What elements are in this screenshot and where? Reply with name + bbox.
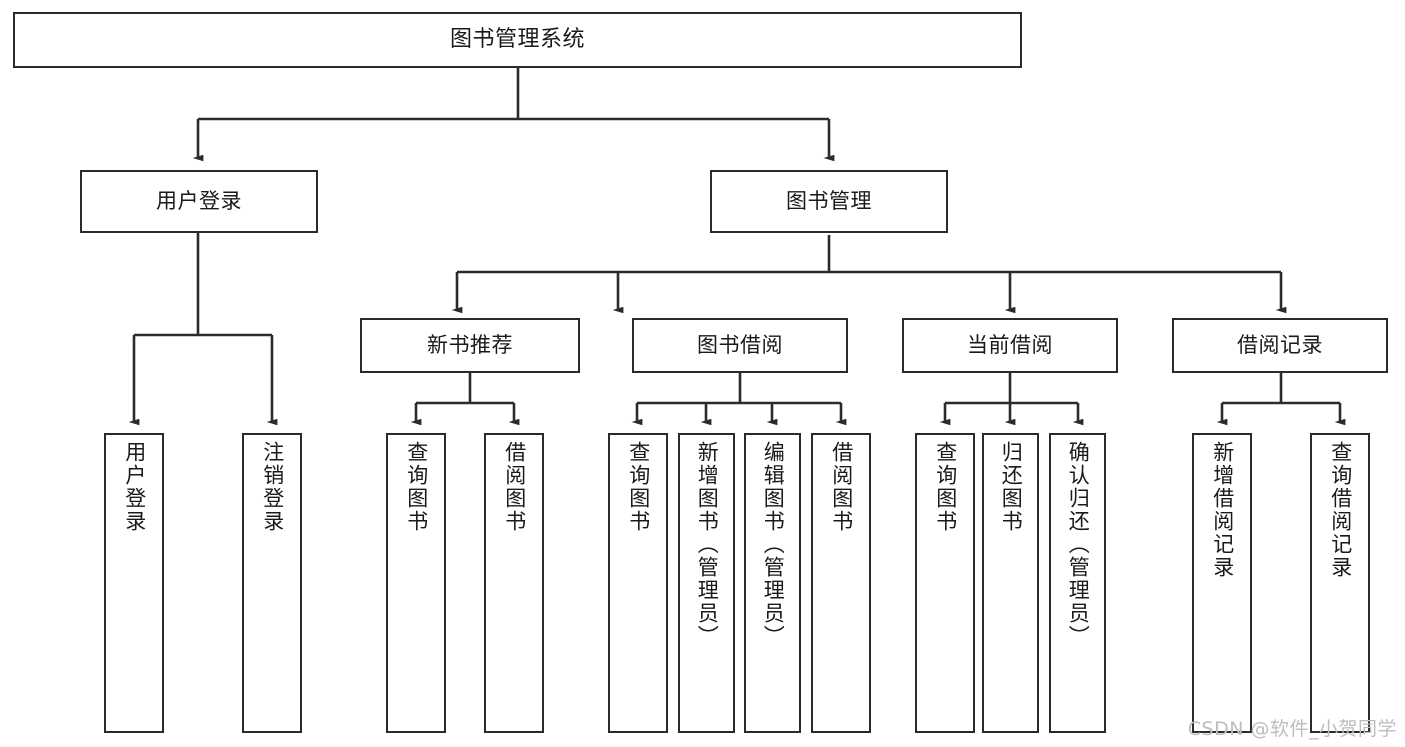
leaf-current-borrow-query-book[interactable]: 查询图书 bbox=[915, 433, 975, 733]
leaf-book-borrow-edit-book-admin[interactable]: 编辑图书（管理员） bbox=[744, 433, 801, 733]
node-label: 图书管理系统 bbox=[449, 26, 585, 52]
node-label: 注销登录 bbox=[260, 441, 285, 533]
node-current-borrow[interactable]: 当前借阅 bbox=[902, 318, 1118, 373]
node-label: 查询图书 bbox=[626, 441, 651, 533]
node-borrow-record[interactable]: 借阅记录 bbox=[1172, 318, 1388, 373]
leaf-user-login-logout[interactable]: 注销登录 bbox=[242, 433, 302, 733]
node-label: 当前借阅 bbox=[967, 332, 1053, 357]
leaf-borrow-record-add-record[interactable]: 新增借阅记录 bbox=[1192, 433, 1252, 733]
node-label: 归还图书 bbox=[999, 441, 1024, 533]
leaf-current-borrow-confirm-return-admin[interactable]: 确认归还（管理员） bbox=[1049, 433, 1106, 733]
node-label: 借阅图书 bbox=[829, 441, 854, 533]
leaf-new-book-borrow-book[interactable]: 借阅图书 bbox=[484, 433, 544, 733]
leaf-book-borrow-query-book[interactable]: 查询图书 bbox=[608, 433, 668, 733]
leaf-borrow-record-query-record[interactable]: 查询借阅记录 bbox=[1310, 433, 1370, 733]
node-label: 新增借阅记录 bbox=[1210, 441, 1235, 579]
node-label: 借阅图书 bbox=[502, 441, 527, 533]
node-label: 用户登录 bbox=[156, 188, 242, 213]
leaf-current-borrow-return-book[interactable]: 归还图书 bbox=[982, 433, 1039, 733]
node-label: 图书管理 bbox=[786, 188, 872, 213]
node-book-management[interactable]: 图书管理 bbox=[710, 170, 948, 233]
node-label: 图书借阅 bbox=[697, 332, 783, 357]
node-user-login[interactable]: 用户登录 bbox=[80, 170, 318, 233]
node-label: 新增图书（管理员） bbox=[695, 441, 720, 648]
node-label: 确认归还（管理员） bbox=[1066, 441, 1091, 648]
leaf-book-borrow-add-book-admin[interactable]: 新增图书（管理员） bbox=[678, 433, 735, 733]
node-label: 查询借阅记录 bbox=[1328, 441, 1353, 579]
node-label: 编辑图书（管理员） bbox=[761, 441, 786, 648]
leaf-new-book-query-book[interactable]: 查询图书 bbox=[386, 433, 446, 733]
node-label: 查询图书 bbox=[933, 441, 958, 533]
node-label: 借阅记录 bbox=[1237, 332, 1323, 357]
leaf-book-borrow-borrow-book[interactable]: 借阅图书 bbox=[811, 433, 871, 733]
node-book-borrow[interactable]: 图书借阅 bbox=[632, 318, 848, 373]
node-label: 新书推荐 bbox=[427, 332, 513, 357]
node-root-book-management-system[interactable]: 图书管理系统 bbox=[13, 12, 1022, 68]
node-new-book-recommend[interactable]: 新书推荐 bbox=[360, 318, 580, 373]
leaf-user-login-login[interactable]: 用户登录 bbox=[104, 433, 164, 733]
node-label: 查询图书 bbox=[404, 441, 429, 533]
node-label: 用户登录 bbox=[122, 441, 147, 533]
